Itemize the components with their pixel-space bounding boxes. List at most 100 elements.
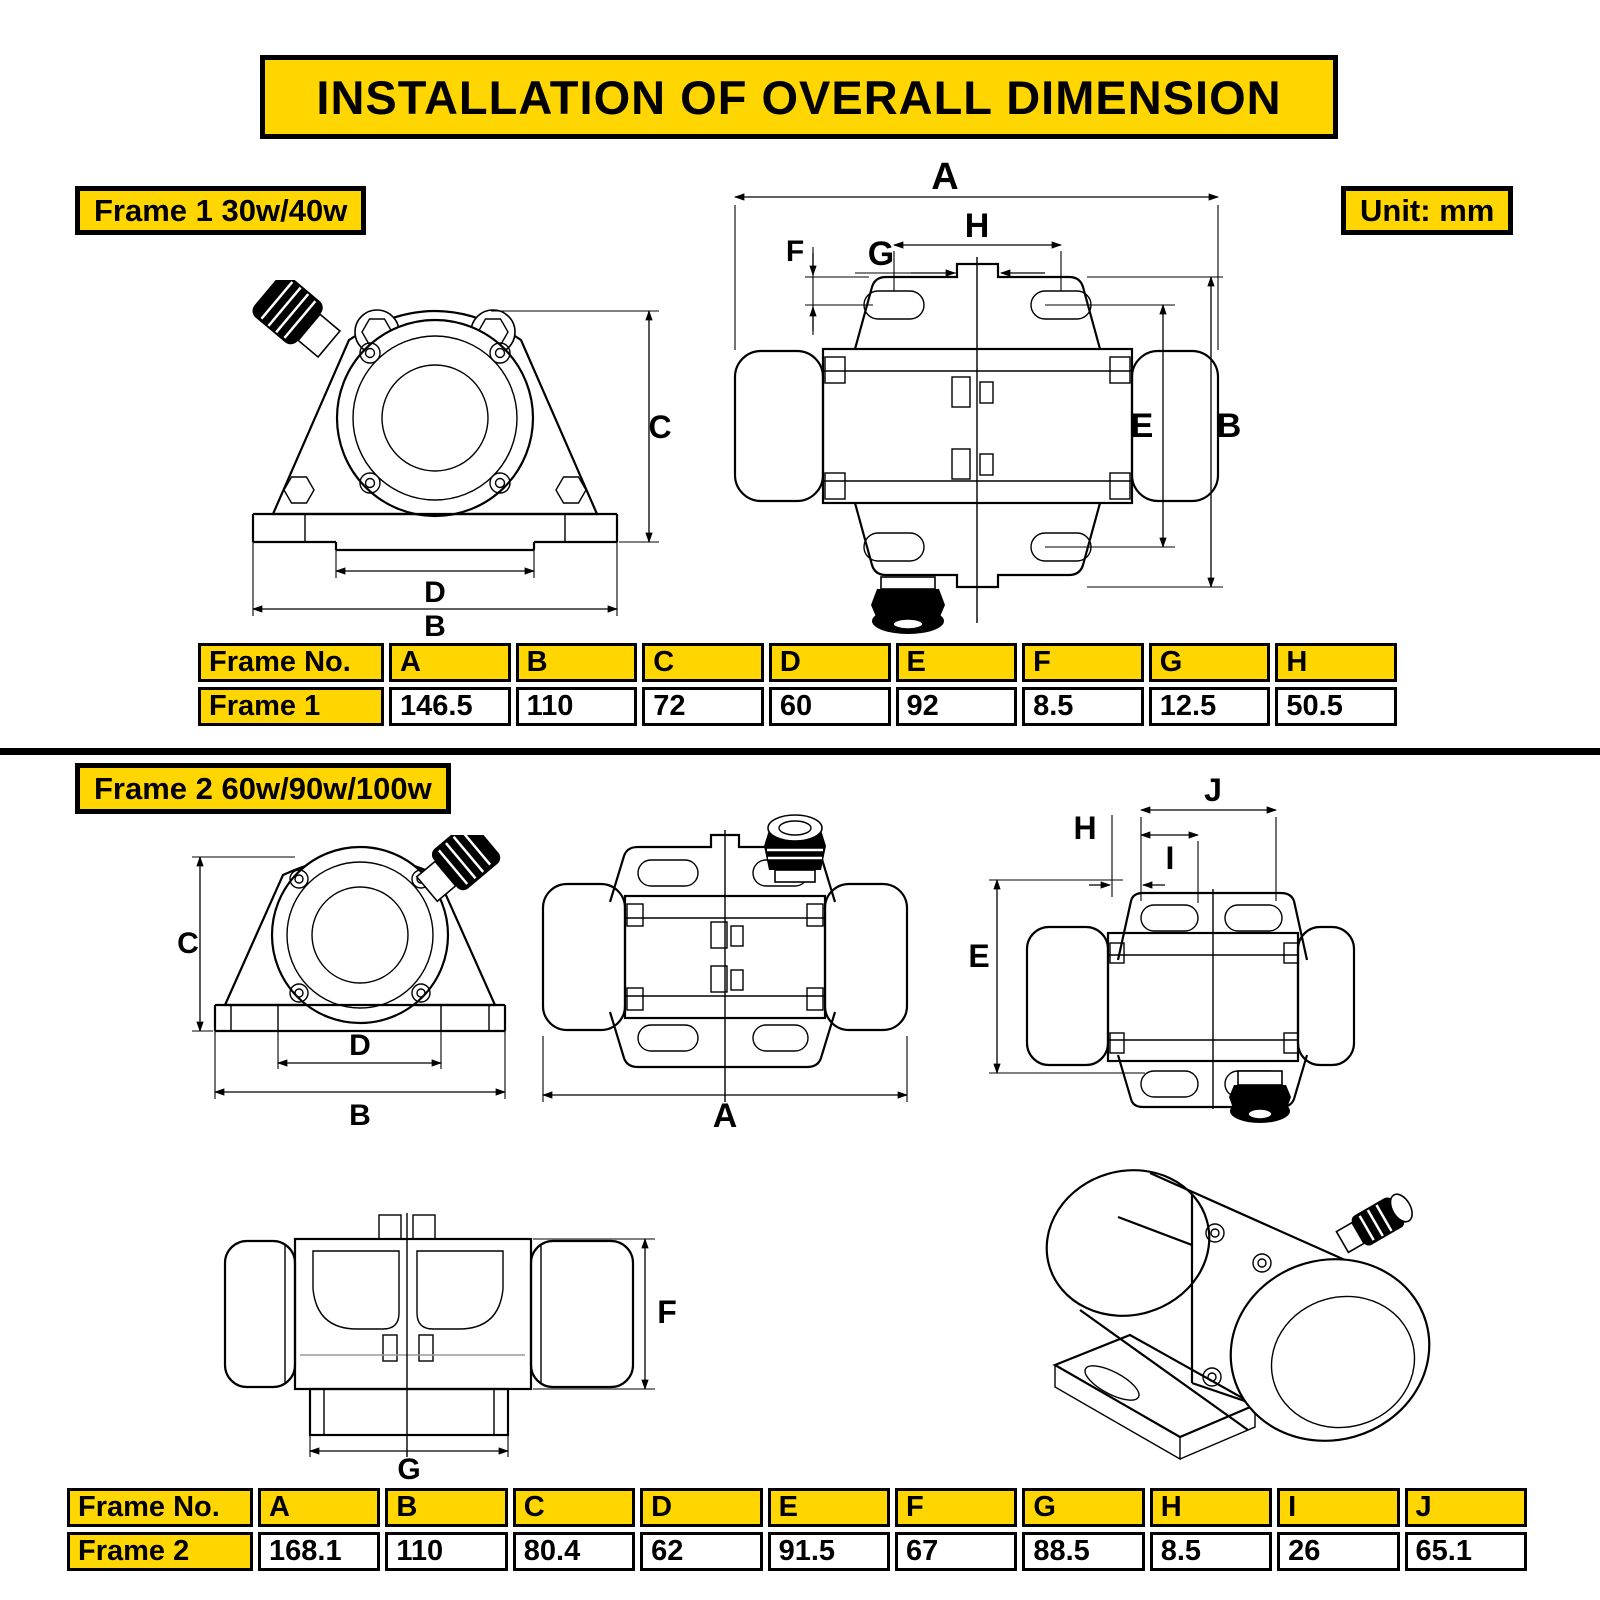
row-label-cell: Frame 2 <box>67 1532 253 1571</box>
dim-value-cell: 80.4 <box>512 1532 636 1571</box>
dim-label-g: G <box>397 1453 420 1480</box>
cable-gland <box>1335 1193 1413 1254</box>
frame2-front-view-drawing: C D B <box>177 835 507 1132</box>
dim-value-cell: 91.5 <box>767 1532 890 1571</box>
col-header: J <box>1404 1488 1527 1527</box>
dim-value-cell: 60 <box>768 687 891 726</box>
dim-value-cell: 146.5 <box>389 687 511 726</box>
frame1-section-label: Frame 1 30w/40w <box>75 186 367 235</box>
dimension-c: C <box>177 855 295 1033</box>
dim-label-d: D <box>424 576 446 609</box>
dimension-j: J <box>1139 772 1278 901</box>
motor-housing <box>251 309 619 552</box>
col-header: G <box>1022 1488 1145 1527</box>
dim-label-g: G <box>868 235 894 273</box>
dim-label-h: H <box>1073 810 1096 846</box>
dim-value-cell: 8.5 <box>1022 687 1144 726</box>
col-header: B <box>385 1488 508 1527</box>
col-header: B <box>515 643 638 682</box>
cable-gland <box>415 835 501 903</box>
frame2-top-view-drawing: A <box>541 814 909 1132</box>
col-header: G <box>1148 643 1271 682</box>
col-header: C <box>642 643 764 682</box>
dim-value-cell: 26 <box>1277 1532 1400 1571</box>
dim-value-cell: 12.5 <box>1148 687 1271 726</box>
cable-gland <box>764 814 826 883</box>
dim-label-e: E <box>968 938 989 974</box>
dim-label-e: E <box>1131 407 1154 445</box>
dim-value-cell: 110 <box>385 1532 508 1571</box>
dimension-f: F <box>786 235 873 335</box>
col-header: H <box>1275 643 1397 682</box>
dim-value-cell: 72 <box>642 687 764 726</box>
dimension-a: A <box>733 156 1220 350</box>
dimension-d: D <box>334 550 536 609</box>
frame1-front-view-drawing: C D B <box>251 280 672 638</box>
dimension-a: A <box>541 1036 909 1132</box>
dimension-d: D <box>276 1029 443 1069</box>
table-header-row: Frame No. A B C D E F G H <box>198 643 1397 682</box>
dim-label-i: I <box>1166 840 1175 876</box>
dimension-c: C <box>491 309 672 544</box>
dim-label-j: J <box>1204 772 1222 808</box>
frame2-bottom-view-drawing: G F <box>223 1213 677 1480</box>
dim-value-cell: 8.5 <box>1149 1532 1273 1571</box>
motor-isometric <box>1045 1169 1431 1461</box>
dim-label-c: C <box>648 409 671 445</box>
motor-body <box>223 1213 635 1457</box>
motor-body <box>1025 889 1356 1109</box>
cable-gland <box>252 280 342 359</box>
col-header: Frame No. <box>67 1488 253 1527</box>
frame2-isometric-view-drawing <box>1045 1169 1431 1461</box>
col-header: C <box>512 1488 636 1527</box>
dimension-g: G <box>308 1435 510 1480</box>
dimension-e: E <box>968 878 1145 1075</box>
dim-label-h: H <box>965 207 990 245</box>
dim-label-d: D <box>349 1029 371 1062</box>
col-header: A <box>389 643 511 682</box>
dim-value-cell: 62 <box>640 1532 763 1571</box>
col-header: F <box>1022 643 1144 682</box>
dim-value-cell: 88.5 <box>1022 1532 1145 1571</box>
motor-body <box>733 257 1220 623</box>
col-header: D <box>768 643 891 682</box>
col-header: I <box>1277 1488 1400 1527</box>
dim-label-b: B <box>1217 407 1242 445</box>
table-header-row: Frame No. A B C D E F G H I J <box>67 1488 1527 1527</box>
dim-label-f: F <box>657 1294 677 1330</box>
cable-gland <box>1229 1070 1291 1123</box>
unit-label: Unit: mm <box>1341 186 1514 235</box>
dim-value-cell: 110 <box>515 687 638 726</box>
cable-gland <box>871 576 945 634</box>
dim-value-cell: 50.5 <box>1275 687 1397 726</box>
dimension-i: I <box>1139 831 1200 903</box>
dim-label-b: B <box>349 1099 371 1132</box>
col-header: E <box>895 643 1018 682</box>
table-row: Frame 2 168.1 110 80.4 62 91.5 67 88.5 8… <box>67 1532 1527 1571</box>
dimension-h: H <box>892 207 1063 291</box>
dim-label-b: B <box>424 610 446 638</box>
dim-value-cell: 67 <box>894 1532 1018 1571</box>
motor-body <box>541 830 909 1102</box>
dimension-b: B <box>1087 275 1242 589</box>
frame2-side-view-drawing: J I H E <box>968 772 1356 1123</box>
frame2-section-label: Frame 2 60w/90w/100w <box>75 763 451 814</box>
frame1-top-view-drawing: A H G F E <box>733 156 1242 634</box>
row-label-cell: Frame 1 <box>198 687 384 726</box>
dim-label-c: C <box>177 927 199 960</box>
dimension-b: B <box>213 1031 507 1132</box>
dim-value-cell: 92 <box>895 687 1018 726</box>
dimension-f: F <box>533 1237 677 1391</box>
dim-label-f: F <box>786 235 804 268</box>
frame1-dimension-table: Frame No. A B C D E F G H Frame 1 146.5 … <box>193 638 1402 731</box>
dimension-b: B <box>251 542 619 638</box>
col-header: H <box>1149 1488 1273 1527</box>
col-header: D <box>640 1488 763 1527</box>
dim-value-cell: 65.1 <box>1404 1532 1527 1571</box>
dim-value-cell: 168.1 <box>258 1532 381 1571</box>
dimension-e: E <box>1045 303 1175 549</box>
section-divider <box>0 748 1600 755</box>
dimension-h: H <box>1073 810 1165 897</box>
col-header: A <box>258 1488 381 1527</box>
